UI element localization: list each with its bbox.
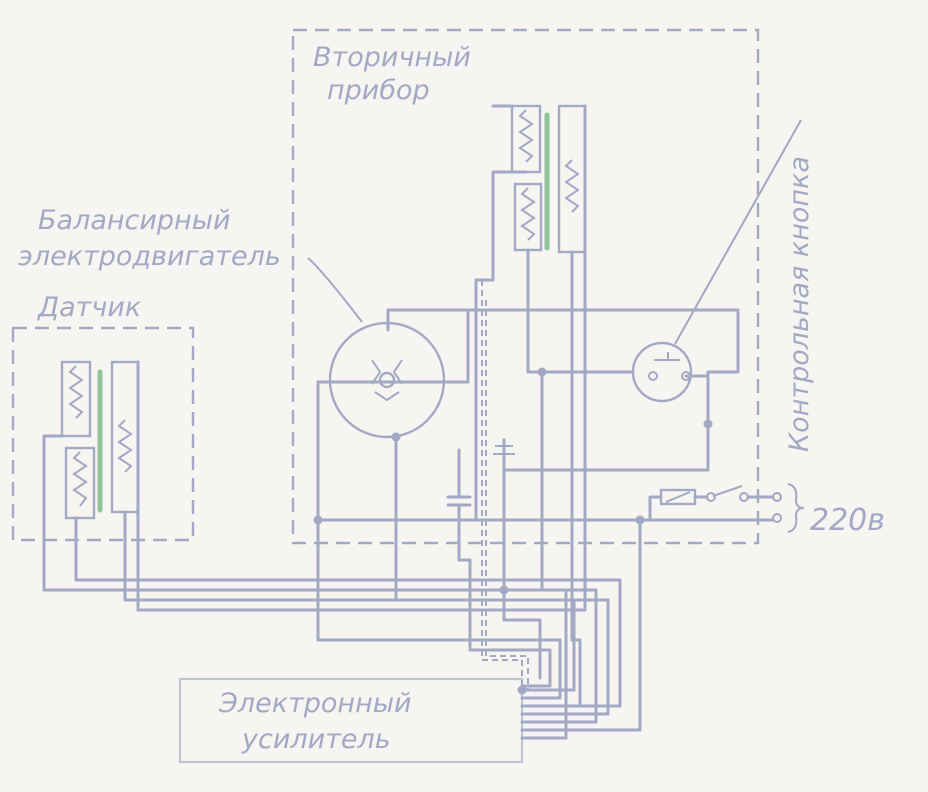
node-2 (537, 367, 547, 377)
test-button-contact-left (648, 371, 658, 381)
sensor-link-wire (42, 434, 64, 592)
motor-label-line1: Балансирный (38, 205, 231, 236)
fuse-slash (665, 491, 691, 503)
secondary-instrument-frame (291, 28, 760, 545)
sensor-frame (11, 326, 195, 542)
sensor-coil-lower (72, 451, 88, 507)
test-button-bar (654, 352, 680, 361)
test-button-circle (631, 341, 693, 403)
instrument-coil-right (564, 159, 580, 213)
node-5 (499, 585, 509, 595)
node-1 (313, 515, 323, 525)
motor-label-line2: электродвигатель (18, 241, 281, 272)
sensor-winding-lower (64, 446, 96, 520)
instrument-winding-lower (513, 182, 543, 252)
node-3 (703, 419, 713, 429)
node-4 (391, 432, 401, 442)
wiring (42, 104, 775, 740)
instrument-coil-upper (518, 109, 534, 163)
node-6 (517, 685, 527, 695)
secondary-instrument-label-line2: прибор (327, 75, 430, 106)
sensor-coil-right (117, 419, 133, 473)
sensor-winding-upper (60, 360, 92, 438)
node-7 (635, 515, 645, 525)
instrument-transformer (510, 104, 587, 254)
amplifier-label-line1: Электронный (218, 688, 412, 719)
supply-brace (787, 483, 805, 533)
sensor-coil-upper (68, 365, 84, 419)
motor-rotor (378, 371, 396, 389)
test-button (631, 119, 802, 403)
supply-voltage-label: 220в (810, 503, 885, 538)
switch-blade (712, 485, 743, 497)
motor-windings (371, 359, 403, 402)
supply-switch (659, 483, 805, 533)
motor-circle (328, 321, 446, 439)
test-button-label: Контрольная кнопка (784, 156, 815, 452)
terminal-bottom (772, 513, 782, 523)
test-button-leader (674, 119, 802, 345)
instrument-winding-upper (510, 104, 542, 174)
balancing-motor (316, 321, 470, 439)
secondary-instrument-label-line1: Вторичный (313, 42, 471, 73)
sensor-label: Датчик (37, 292, 142, 323)
motor-leader (307, 257, 363, 323)
instrument-coil-lower (520, 187, 536, 241)
amplifier-label-line2: усилитель (241, 724, 391, 755)
